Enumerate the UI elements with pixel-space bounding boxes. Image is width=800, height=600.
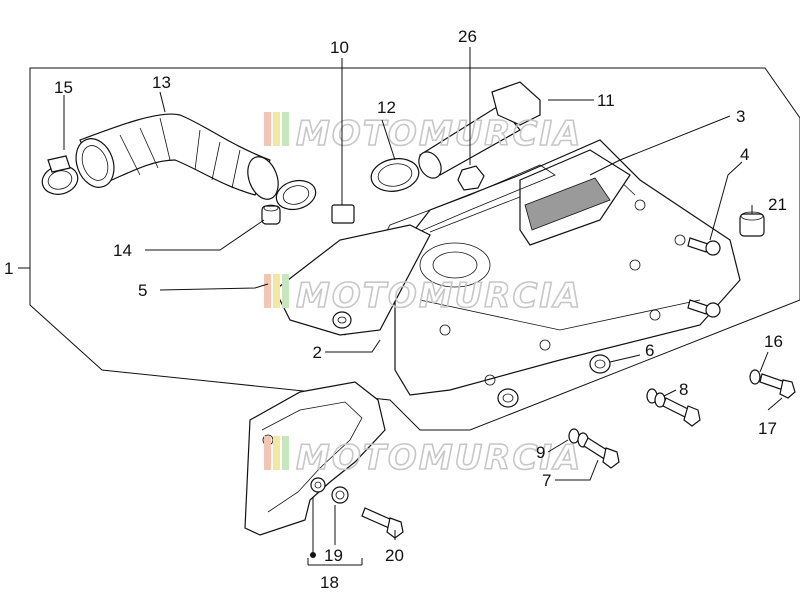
reference-dot xyxy=(310,552,316,558)
bolt-right xyxy=(749,369,796,399)
label-5: 5 xyxy=(138,281,147,300)
spacer-19 xyxy=(331,486,349,504)
label-19: 19 xyxy=(324,546,343,565)
label-12: 12 xyxy=(377,98,396,117)
hose-clamp-front xyxy=(41,155,79,195)
label-1: 1 xyxy=(4,259,13,278)
label-7: 7 xyxy=(542,471,551,490)
grommet xyxy=(261,204,281,225)
hose-clamp-rear xyxy=(275,179,317,211)
label-18: 18 xyxy=(320,573,339,592)
spacer-left xyxy=(332,311,352,329)
retaining-clip xyxy=(331,204,355,224)
label-13: 13 xyxy=(152,73,171,92)
intake-duct xyxy=(75,113,279,200)
label-26: 26 xyxy=(458,27,477,46)
rubber-plug xyxy=(739,211,765,237)
housing-screw-lower xyxy=(687,299,721,318)
bolt-20 xyxy=(361,507,404,539)
housing-cover xyxy=(274,224,431,336)
label-14: 14 xyxy=(113,241,132,260)
assembly-boundary xyxy=(29,67,800,431)
bolt-middle xyxy=(646,388,701,427)
watermark-bottom: MOTOMURCIA xyxy=(264,436,582,479)
bolt-lower xyxy=(568,428,620,469)
label-11: 11 xyxy=(597,91,615,110)
watermark-top: MOTOMURCIA xyxy=(264,112,582,155)
washer-19 xyxy=(310,477,326,493)
label-2: 2 xyxy=(313,343,322,362)
label-16: 16 xyxy=(764,332,783,351)
watermark-middle: MOTOMURCIA xyxy=(264,274,582,317)
spacer-lower xyxy=(497,388,519,408)
watermark-text: MOTOMURCIA xyxy=(296,276,582,316)
watermark-text: MOTOMURCIA xyxy=(296,114,582,154)
leader-lines xyxy=(18,47,783,566)
label-8: 8 xyxy=(679,380,688,399)
filter-element xyxy=(519,149,631,246)
spacer-upper xyxy=(589,354,611,374)
label-21: 21 xyxy=(768,195,787,214)
lower-cover xyxy=(244,381,386,536)
label-10: 10 xyxy=(330,38,349,57)
label-4: 4 xyxy=(740,145,749,164)
ring-clamp xyxy=(370,158,420,192)
label-9: 9 xyxy=(536,443,545,462)
label-6: 6 xyxy=(645,341,654,360)
watermark-text: MOTOMURCIA xyxy=(296,438,582,478)
housing-screw-upper xyxy=(687,237,721,256)
label-20: 20 xyxy=(385,546,404,565)
label-17: 17 xyxy=(758,419,777,438)
label-3: 3 xyxy=(736,107,745,126)
label-15: 15 xyxy=(54,78,73,97)
air-filter-housing xyxy=(394,139,741,396)
